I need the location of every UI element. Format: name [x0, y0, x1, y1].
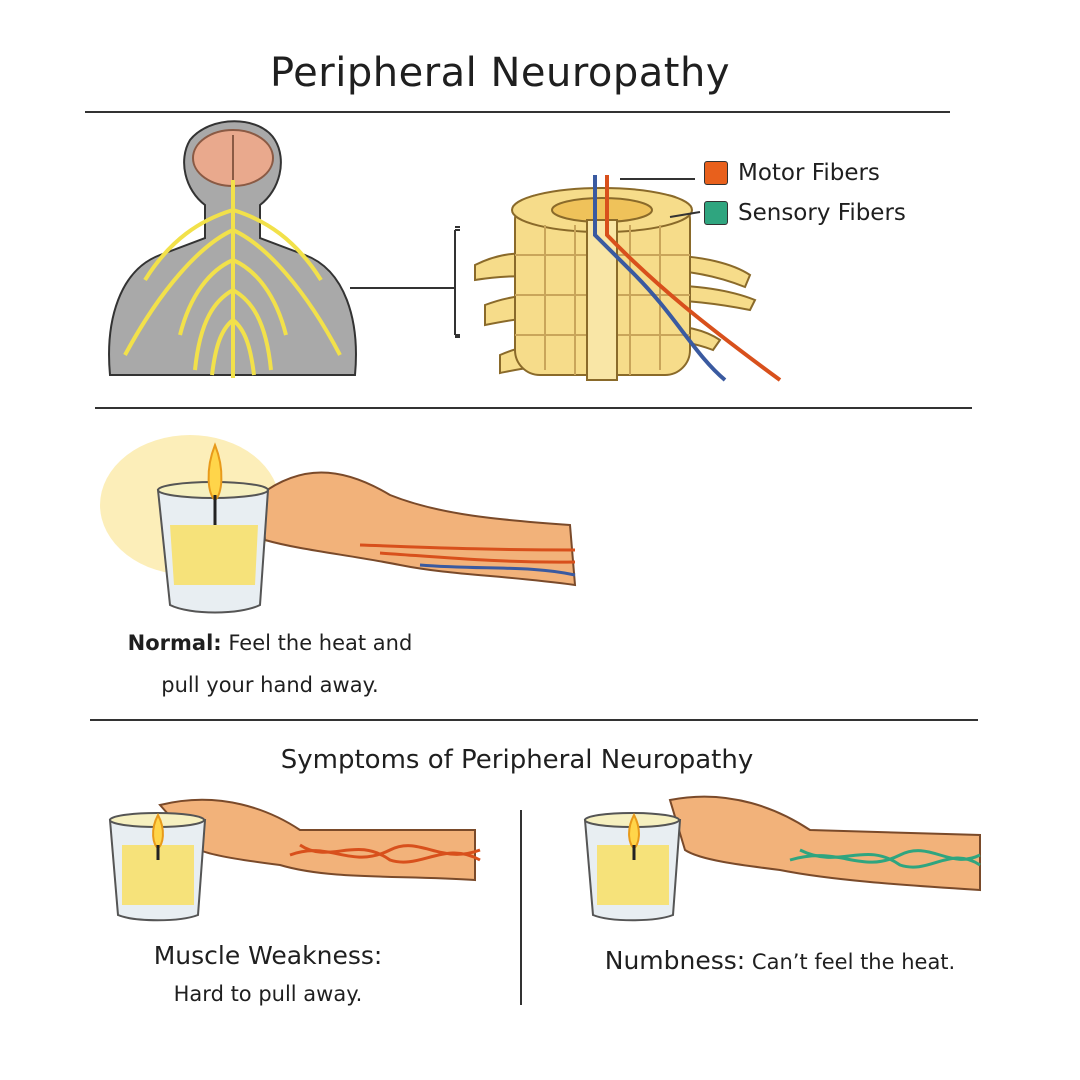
- divider: [85, 111, 950, 113]
- numbness-text: Can’t feel the heat.: [751, 950, 956, 974]
- spinal-cord-illustration: [474, 175, 782, 382]
- normal-caption: Normal: Feel the heat and pull your hand…: [100, 622, 440, 706]
- numbness-caption: Numbness: Can’t feel the heat.: [560, 940, 1000, 983]
- divider: [90, 719, 978, 721]
- page-title: Peripheral Neuropathy: [269, 50, 731, 96]
- panel-divider: [520, 810, 522, 1005]
- muscle-weakness-illustration: [108, 798, 481, 922]
- muscle-weakness-caption: Muscle Weakness: Hard to pull away.: [100, 937, 436, 1013]
- legend-label: Motor Fibers: [738, 160, 880, 186]
- sensory-swatch: [704, 201, 728, 225]
- symptoms-heading: Symptoms of Peripheral Neuropathy: [280, 745, 754, 775]
- normal-text: Feel the heat and: [228, 631, 413, 655]
- normal-label: Normal:: [127, 631, 222, 655]
- legend-label: Sensory Fibers: [738, 200, 906, 226]
- numbness-illustration: [583, 795, 981, 922]
- muscle-weakness-text: Hard to pull away.: [173, 982, 363, 1006]
- normal-text: pull your hand away.: [161, 673, 379, 697]
- legend-item-motor: Motor Fibers: [704, 160, 906, 186]
- nervous-system-body-illustration: [108, 120, 357, 378]
- legend-item-sensory: Sensory Fibers: [704, 200, 906, 226]
- motor-swatch: [704, 161, 728, 185]
- normal-hand-candle-illustration: [100, 435, 577, 614]
- legend: Motor Fibers Sensory Fibers: [704, 160, 906, 226]
- muscle-weakness-label: Muscle Weakness:: [153, 941, 383, 970]
- connector-line: [350, 226, 460, 338]
- numbness-label: Numbness:: [604, 946, 746, 975]
- divider: [95, 407, 972, 409]
